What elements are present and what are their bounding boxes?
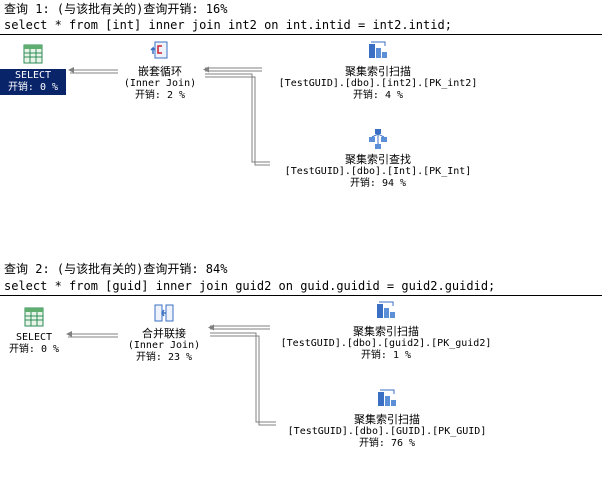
merge-join-icon: [154, 304, 174, 322]
query2-sql: select * from [guid] inner join guid2 on…: [4, 279, 496, 293]
query2-scan-node[interactable]: 聚集索引扫描 [TestGUID].[dbo].[guid2].[PK_guid…: [270, 300, 502, 362]
query2-scan2-cost: 开销: 76 %: [358, 438, 416, 449]
query1-join-node[interactable]: 嵌套循环 (Inner Join) 开销: 2 %: [112, 40, 208, 102]
query2-scan2-node[interactable]: 聚集索引扫描 [TestGUID].[dbo].[GUID].[PK_GUID]…: [276, 388, 498, 450]
query1-seek-cost: 开销: 94 %: [349, 178, 407, 189]
query2-scan2-title: 聚集索引扫描: [354, 413, 420, 426]
query1-separator: [0, 34, 602, 35]
nested-loops-icon: [150, 41, 168, 59]
query2-scan2-object: [TestGUID].[dbo].[GUID].[PK_GUID]: [287, 426, 487, 437]
query1-scan-object: [TestGUID].[dbo].[int2].[PK_int2]: [278, 78, 478, 89]
query2-select-cost: 开销: 0 %: [8, 344, 60, 355]
query1-select-label: SELECT: [14, 70, 52, 81]
query1-join-title: 嵌套循环: [138, 65, 182, 78]
query2-join-node[interactable]: 合并联接 (Inner Join) 开销: 23 %: [116, 302, 212, 364]
select-icon: [23, 44, 43, 64]
query2-scan-object: [TestGUID].[dbo].[guid2].[PK_guid2]: [280, 338, 492, 349]
query1-seek-object: [TestGUID].[dbo].[Int].[PK_Int]: [284, 166, 472, 177]
query2-scan-title: 聚集索引扫描: [353, 325, 419, 338]
query2-join-title: 合并联接: [142, 327, 186, 340]
query1-scan-cost: 开销: 4 %: [352, 90, 404, 101]
query2-join-subtitle: (Inner Join): [127, 340, 201, 351]
query2-scan-cost: 开销: 1 %: [360, 350, 412, 361]
query2-separator: [0, 295, 602, 296]
query2-select-node[interactable]: SELECT 开销: 0 %: [4, 306, 64, 356]
select-icon: [24, 307, 44, 327]
clustered-index-scan-icon: [378, 389, 396, 406]
clustered-index-scan-icon: [369, 41, 387, 58]
query1-scan-node[interactable]: 聚集索引扫描 [TestGUID].[dbo].[int2].[PK_int2]…: [264, 40, 492, 102]
query1-arrows: [68, 66, 270, 166]
clustered-index-seek-icon: [369, 129, 387, 149]
query1-scan-title: 聚集索引扫描: [345, 65, 411, 78]
clustered-index-scan-icon: [377, 301, 395, 318]
query2-select-label: SELECT: [15, 332, 53, 343]
query1-select-node[interactable]: SELECT 开销: 0 %: [0, 43, 66, 95]
query1-seek-node[interactable]: 聚集索引查找 [TestGUID].[dbo].[Int].[PK_Int] 开…: [270, 128, 486, 190]
query2-join-cost: 开销: 23 %: [135, 352, 193, 363]
query1-sql: select * from [int] inner join int2 on i…: [4, 18, 452, 32]
query1-join-cost: 开销: 2 %: [134, 90, 186, 101]
query2-header: 查询 2: (与该批有关的)查询开销: 84%: [4, 262, 228, 276]
query1-seek-title: 聚集索引查找: [345, 153, 411, 166]
query1-select-cost: 开销: 0 %: [7, 82, 59, 93]
query1-header: 查询 1: (与该批有关的)查询开销: 16%: [4, 2, 228, 16]
query1-join-subtitle: (Inner Join): [123, 78, 197, 89]
